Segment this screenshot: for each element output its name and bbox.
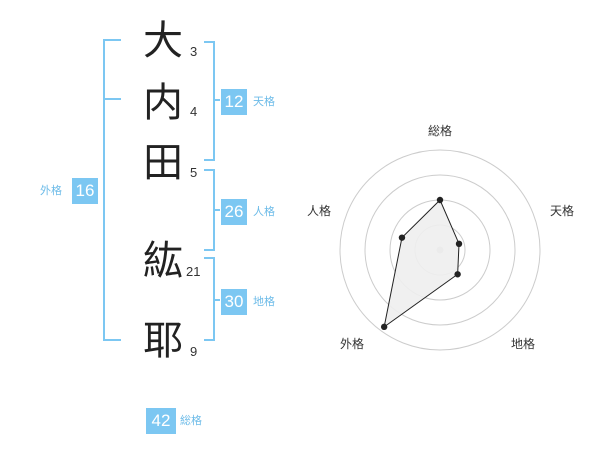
radar-axis-label-soukaku: 総格 <box>428 124 453 138</box>
name-char-3: 田 <box>143 140 183 186</box>
stroke-count-4: 21 <box>186 264 201 279</box>
radar-axis-label-chikaku: 地格 <box>511 337 536 351</box>
radar-grid-ring <box>364 174 516 326</box>
stroke-count-1: 3 <box>190 44 198 59</box>
radar-axis-label-jinkaku: 人格 <box>307 204 332 218</box>
stroke-count-5: 9 <box>190 344 198 359</box>
tenkaku-label: 天格 <box>253 95 275 108</box>
radar-grid-ring <box>339 149 541 351</box>
chikaku-value: 30 <box>221 289 247 315</box>
jinkaku-label: 人格 <box>253 205 275 218</box>
radar-axis-label-tenkaku: 天格 <box>550 204 575 218</box>
chikaku-label: 地格 <box>253 295 275 308</box>
tenkaku-value: 12 <box>221 89 247 115</box>
gaikaku-label: 外格 <box>40 184 62 197</box>
jinkaku-value: 26 <box>221 199 247 225</box>
radar-axis-label-gaikaku: 外格 <box>340 337 365 351</box>
radar-point-5 <box>398 234 406 241</box>
radar-point-1 <box>436 196 444 204</box>
radar-point-3 <box>454 271 461 278</box>
radar-point-2 <box>455 240 463 248</box>
soukaku-label: 総格 <box>180 414 202 427</box>
gaikaku-value: 16 <box>72 178 98 204</box>
soukaku-value: 42 <box>146 408 176 434</box>
radar-data-polygon <box>383 199 460 328</box>
gaikaku-bracket <box>103 39 121 341</box>
name-char-5: 耶 <box>143 318 183 364</box>
stroke-count-2: 4 <box>190 104 198 119</box>
radar-point-4 <box>380 323 388 331</box>
stroke-count-3: 5 <box>190 165 198 180</box>
name-char-1: 大 <box>143 18 183 64</box>
name-char-4: 紘 <box>143 238 183 284</box>
name-char-2: 内 <box>143 80 183 126</box>
